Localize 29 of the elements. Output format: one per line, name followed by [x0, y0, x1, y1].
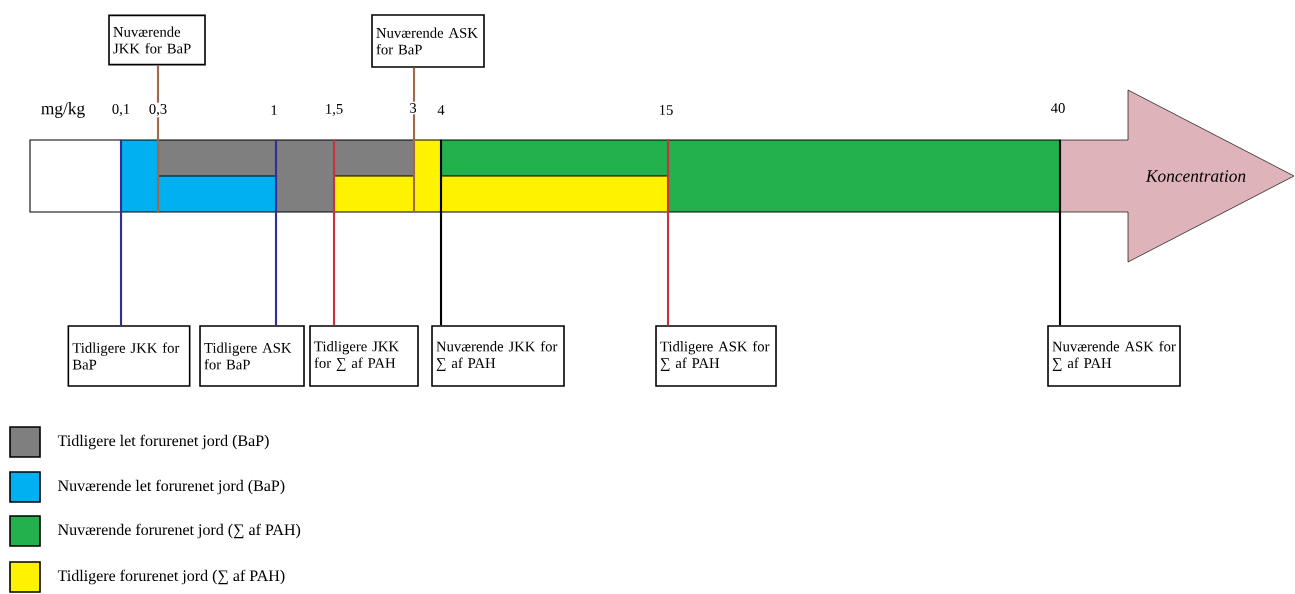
label-box: Tidligere ASK for ∑ af PAH	[655, 325, 777, 387]
legend-text: Tidligere let forurenet jord (BaP)	[57, 434, 269, 450]
legend-text: Nuværende forurenet jord (∑ af PAH)	[58, 523, 301, 539]
axis-label: 1,5	[323, 102, 345, 118]
leader-line	[332, 139, 336, 326]
label-box: Nuværende ASK for ∑ af PAH	[1047, 325, 1181, 387]
label-box: Nuværende JKK for ∑ af PAH	[431, 325, 565, 387]
leader-line	[439, 139, 443, 326]
axis-label: 3	[408, 101, 418, 115]
axis-label: mg/kg	[39, 100, 87, 120]
label-box: Nuværende JKK for BaP	[108, 14, 206, 66]
leader-line	[119, 139, 123, 326]
leader-line	[274, 139, 278, 326]
leader-line	[412, 67, 416, 213]
axis-label: 4	[436, 103, 446, 117]
legend-text: Nuværende let forurenet jord (BaP)	[58, 479, 285, 495]
label-box: Tidligere JKK for BaP	[67, 325, 191, 387]
label-box: Nuværende ASK for BaP	[371, 14, 485, 68]
label-box: Tidligere JKK for ∑ af PAH	[309, 325, 419, 387]
axis-label: 0,3	[147, 102, 169, 118]
leader-line	[156, 65, 160, 213]
axis-label: 15	[657, 103, 675, 117]
axis-label: 1	[269, 103, 279, 117]
leader-line	[666, 139, 670, 326]
concentration-bar	[29, 139, 1061, 213]
legend-text: Tidligere forurenet jord (∑ af PAH)	[57, 569, 285, 585]
axis-label: 0,1	[110, 102, 132, 118]
label-box: Tidligere ASK for BaP	[199, 325, 305, 387]
leader-line	[1058, 139, 1062, 326]
